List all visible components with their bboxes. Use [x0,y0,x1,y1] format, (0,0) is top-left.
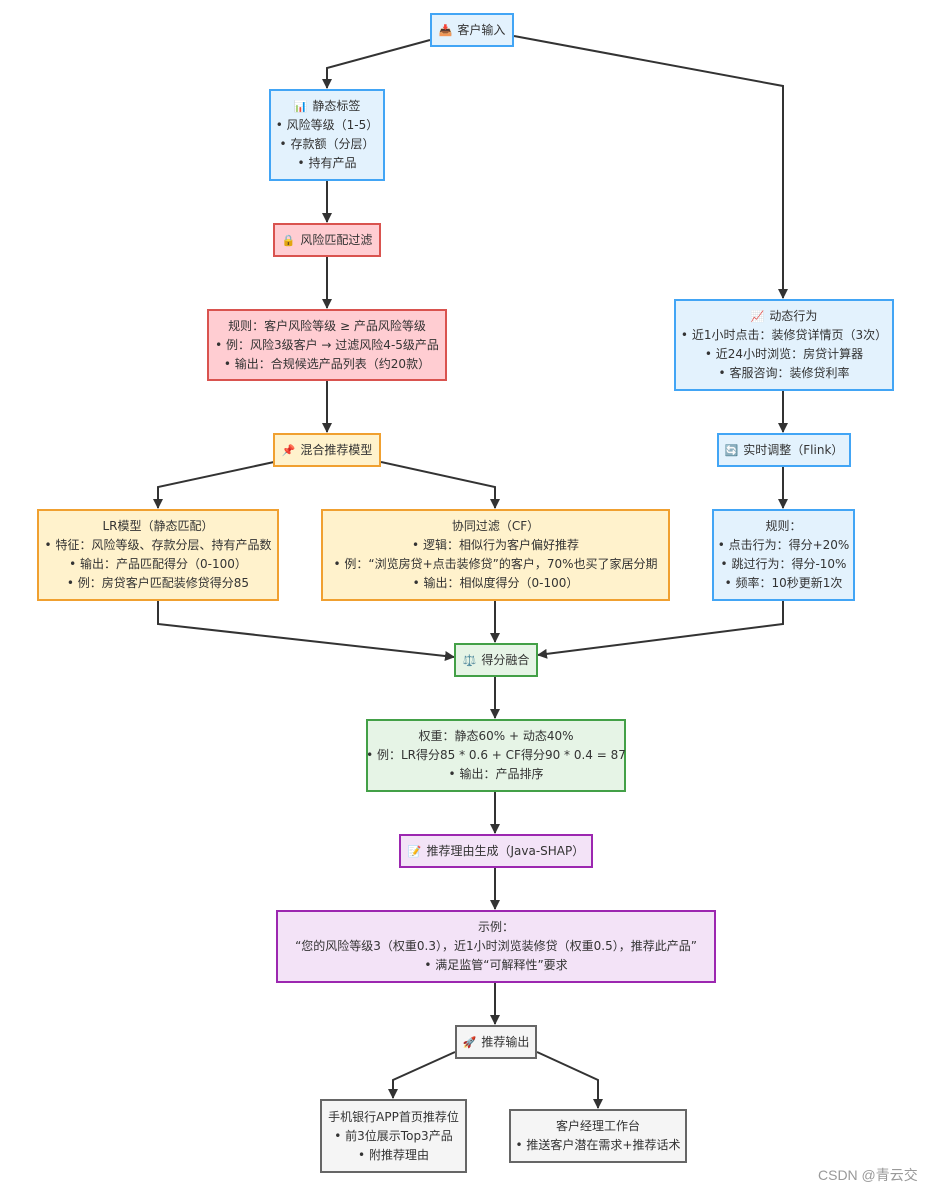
risk-rule-line: 规则：客户风险等级 ≥ 产品风险等级 [228,318,426,333]
cf-line: • 例：“浏览房贷+点击装修贷”的客户，70%也买了家居分期 [333,557,658,571]
dynamic-behavior-node: 📈 动态行为 • 近1小时点击：装修贷详情页（3次） • 近24小时浏览：房贷计算… [674,299,894,391]
realtime-rule-line: 规则： [765,519,802,533]
dynamic-behavior-line: • 近1小时点击：装修贷详情页（3次） [680,328,888,342]
static-tags-line: • 持有产品 [297,156,357,170]
lr-model-line: • 特征：风险等级、存款分层、持有产品数 [44,538,272,552]
watermark: CSDN @青云交 [818,1167,918,1183]
mobile-app-line: • 前3位展示Top3产品 [334,1128,453,1143]
score-fusion-node: ⚖️ 得分融合 [454,643,538,677]
risk-rule-node: 规则：客户风险等级 ≥ 产品风险等级 • 例：风险3级客户 → 过滤风险4-5级… [207,309,447,381]
pushpin-icon: 📌 [281,443,296,457]
example-line: • 满足监管“可解释性”要求 [424,958,568,972]
lr-model-line: • 例：房贷客户匹配装修贷得分85 [66,576,250,590]
mobile-app-line: 手机银行APP首页推荐位 [328,1109,459,1124]
customer-input-node: 📥 客户输入 [430,13,514,47]
example-node: 示例： “您的风险等级3（权重0.3），近1小时浏览装修贷（权重0.5），推荐此… [276,910,716,983]
reason-generation-title: 推荐理由生成（Java-SHAP） [426,843,585,858]
customer-input-title: 客户输入 [457,22,506,37]
edge-output-app [388,1051,456,1099]
bar-chart-icon: 📊 [293,100,308,113]
edge-output-manager [536,1051,603,1109]
weight-node: 权重：静态60% + 动态40% • 例：LR得分85 * 0.6 + CF得分… [366,719,626,792]
cf-node: 协同过滤（CF） • 逻辑：相似行为客户偏好推荐 • 例：“浏览房贷+点击装修贷… [321,509,670,601]
dynamic-behavior-title: 动态行为 [769,309,818,323]
edge-hybrid-cf [380,461,500,509]
realtime-rule-node: 规则： • 点击行为：得分+20% • 跳过行为：得分-10% • 频率：10秒… [712,509,855,601]
weight-line: 权重：静态60% + 动态40% [418,729,574,743]
lr-model-line: • 输出：产品匹配得分（0-100） [69,557,247,571]
realtime-rule-line: • 跳过行为：得分-10% [720,557,847,571]
risk-filter-node: 🔒 风险匹配过滤 [273,223,381,257]
reason-generation-node: 📝 推荐理由生成（Java-SHAP） [399,834,593,868]
cf-line: 协同过滤（CF） [451,519,540,533]
recommend-output-title: 推荐输出 [481,1034,530,1049]
static-tags-title: 静态标签 [312,99,361,113]
weight-line: • 输出：产品排序 [448,767,544,781]
risk-filter-title: 风险匹配过滤 [300,232,373,247]
realtime-adjust-node: 🔄 实时调整（Flink） [717,433,851,467]
refresh-icon: 🔄 [724,443,739,457]
edge-hybrid-lr [153,461,275,509]
static-tags-line: • 存款额（分层） [279,137,375,151]
manager-workbench-line: • 推送客户潜在需求+推荐话术 [515,1138,681,1152]
manager-workbench-line: 客户经理工作台 [555,1119,640,1133]
edge-lr-fusion [157,601,455,661]
edge-input-dynamic [513,35,788,299]
balance-scale-icon: ⚖️ [462,653,477,667]
realtime-rule-line: • 点击行为：得分+20% [717,538,850,552]
realtime-adjust-title: 实时调整（Flink） [743,442,844,457]
cf-line: • 逻辑：相似行为客户偏好推荐 [412,538,579,552]
risk-rule-line: • 例：风险3级客户 → 过滤风险4-5级产品 [215,337,439,352]
realtime-rule-line: • 频率：10秒更新1次 [724,576,843,590]
example-line: “您的风险等级3（权重0.3），近1小时浏览装修贷（权重0.5），推荐此产品” [295,939,697,953]
lr-model-line: LR模型（静态匹配） [102,519,214,533]
manager-workbench-node: 客户经理工作台 • 推送客户潜在需求+推荐话术 [509,1109,687,1163]
edge-rtrule-fusion [537,601,784,659]
rocket-icon: 🚀 [462,1035,477,1049]
score-fusion-title: 得分融合 [481,652,530,667]
mobile-app-line: • 附推荐理由 [358,1147,429,1162]
trend-chart-icon: 📈 [750,310,765,323]
memo-icon: 📝 [407,844,422,858]
lock-icon: 🔒 [281,233,296,247]
inbox-tray-icon: 📥 [438,23,453,37]
dynamic-behavior-line: • 客服咨询：装修贷利率 [718,366,850,380]
static-tags-line: • 风险等级（1-5） [275,118,379,132]
lr-model-node: LR模型（静态匹配） • 特征：风险等级、存款分层、持有产品数 • 输出：产品匹… [37,509,279,601]
edge-input-static [322,39,431,89]
static-tags-node: 📊 静态标签 • 风险等级（1-5） • 存款额（分层） • 持有产品 [269,89,385,181]
risk-rule-line: • 输出：合规候选产品列表（约20款） [223,356,431,371]
recommend-output-node: 🚀 推荐输出 [455,1025,537,1059]
dynamic-behavior-line: • 近24小时浏览：房贷计算器 [704,347,864,361]
hybrid-model-node: 📌 混合推荐模型 [273,433,381,467]
weight-line: • 例：LR得分85 * 0.6 + CF得分90 * 0.4 = 87 [366,748,626,762]
hybrid-model-title: 混合推荐模型 [300,442,373,457]
cf-line: • 输出：相似度得分（0-100） [412,576,579,590]
example-line: 示例： [477,920,514,934]
mobile-app-node: 手机银行APP首页推荐位 • 前3位展示Top3产品 • 附推荐理由 [320,1099,467,1173]
